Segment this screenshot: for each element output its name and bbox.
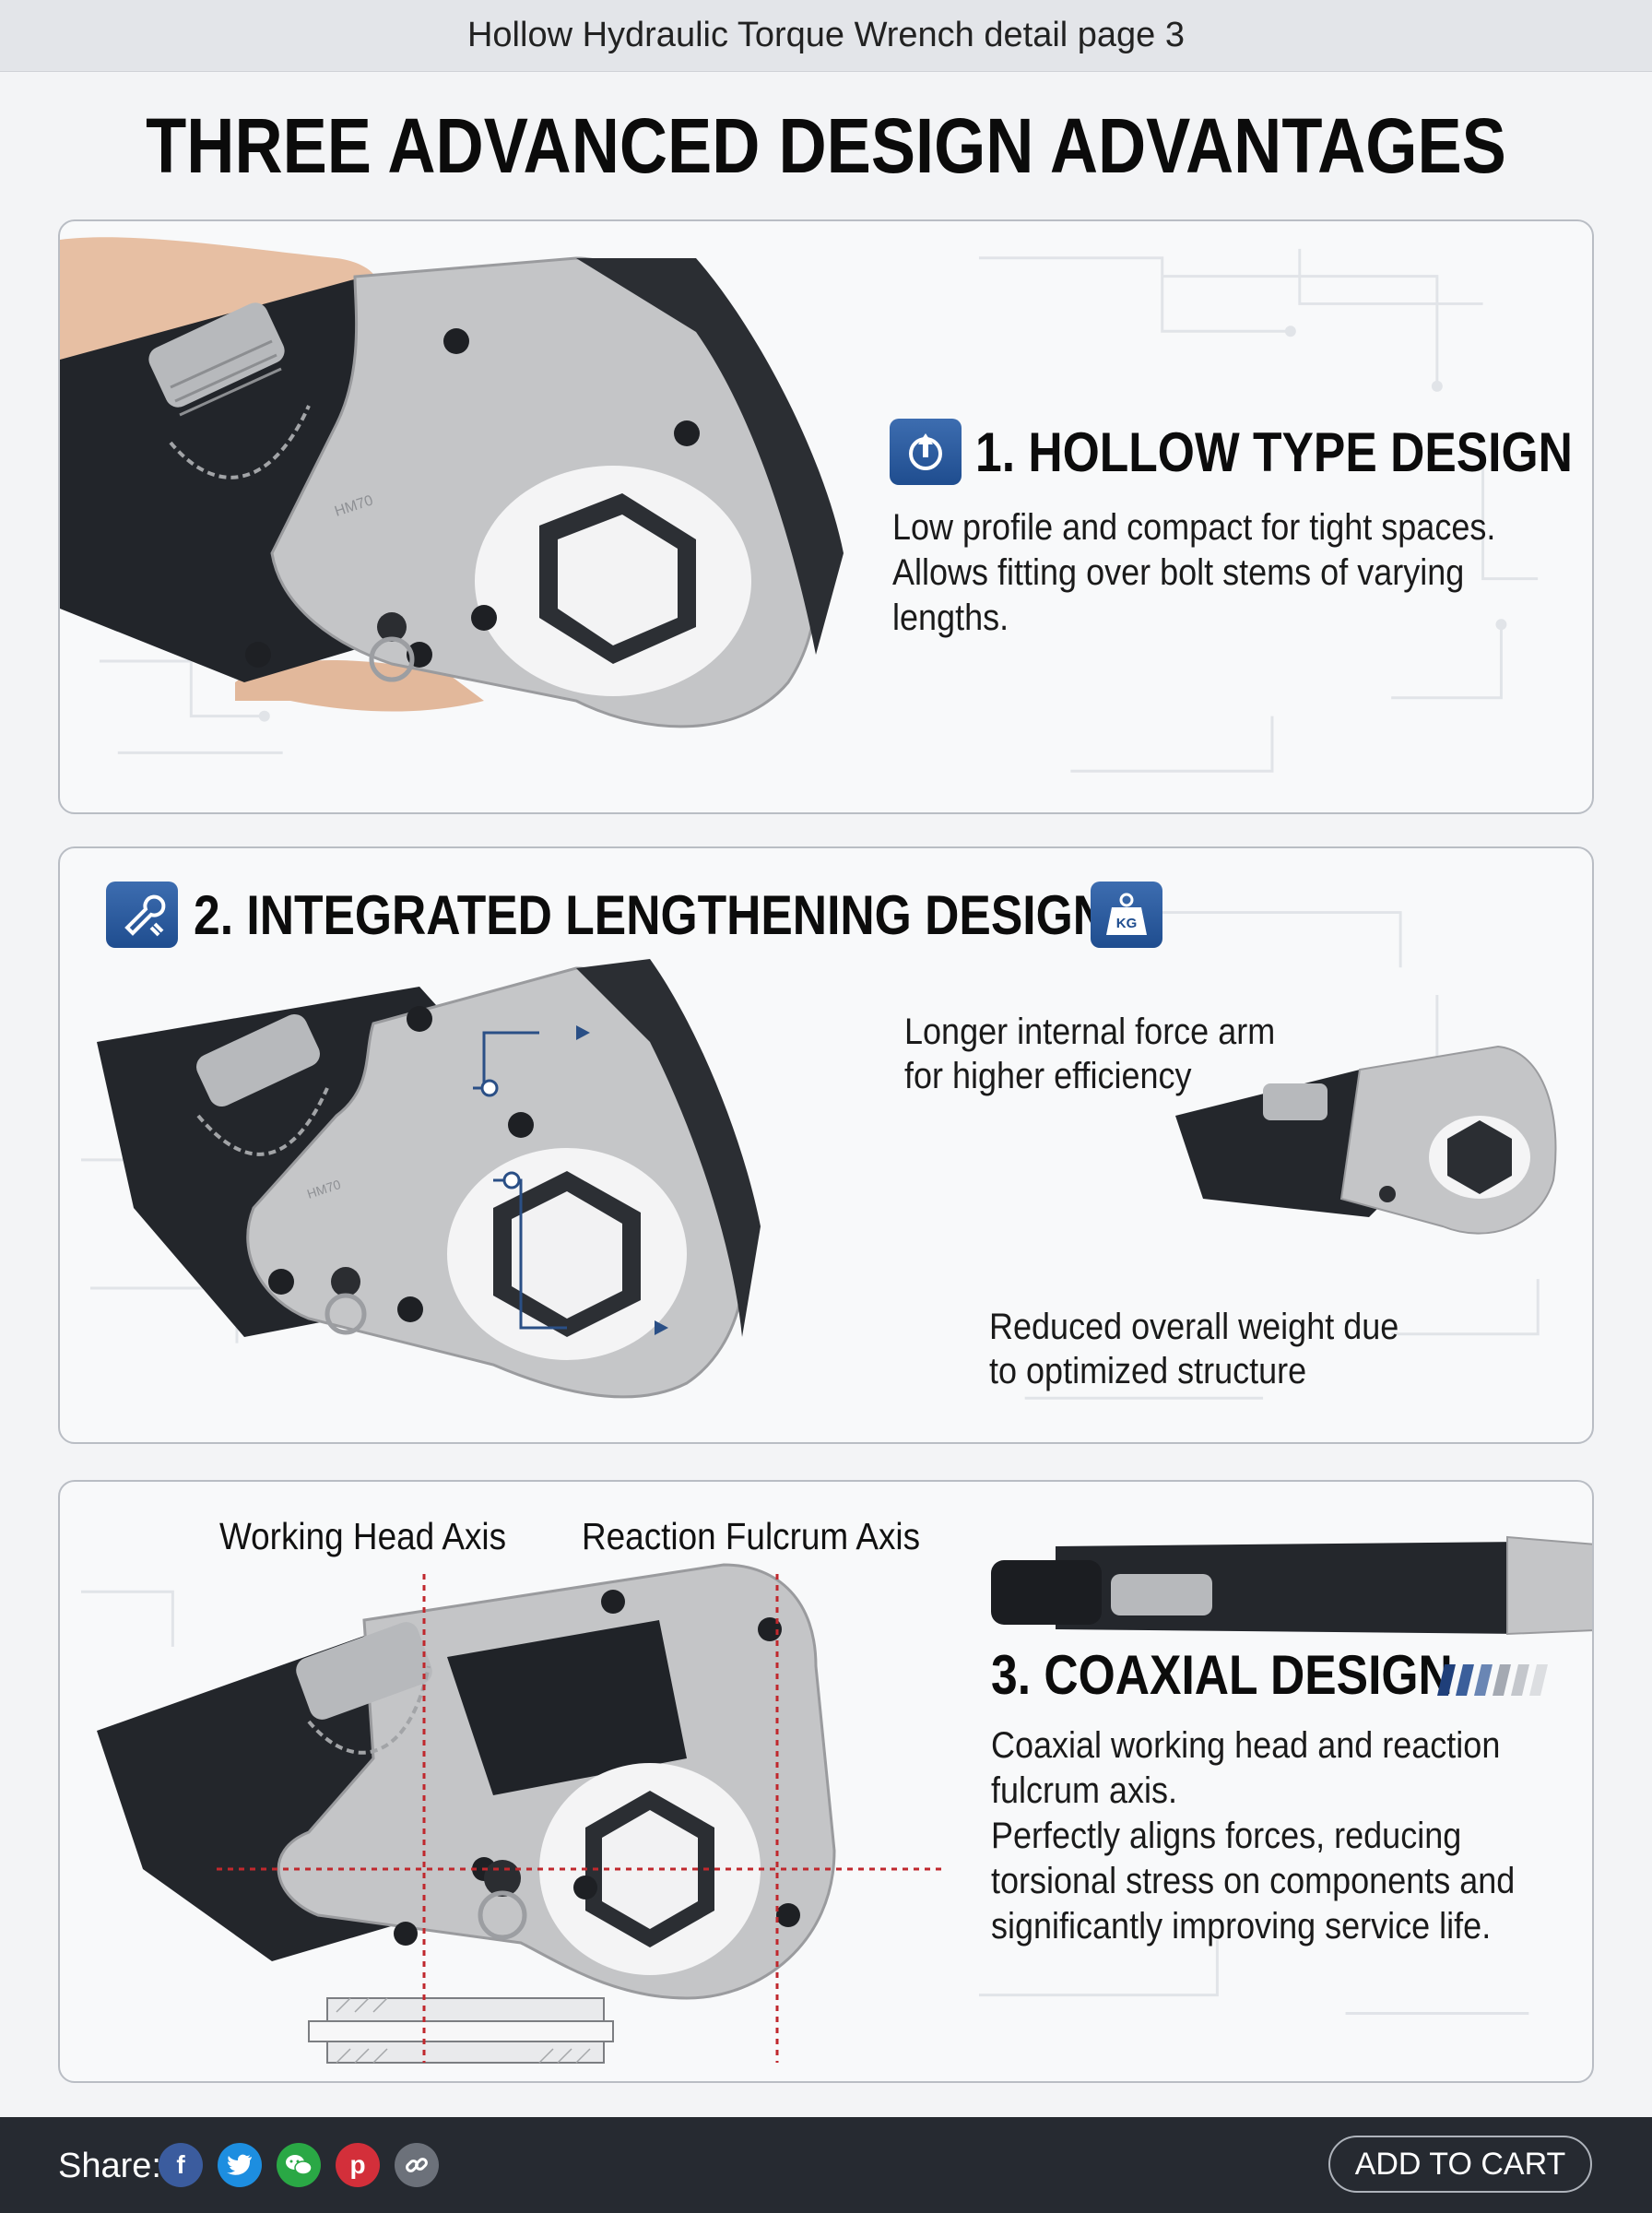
panel-hollow-type-design: HM70 1. HOLLOW TYPE DESIGN Low profile a…: [58, 219, 1594, 814]
section-2-title: 2. INTEGRATED LENGTHENING DESIGN: [194, 884, 1107, 946]
page-headline: THREE ADVANCED DESIGN ADVANTAGES: [146, 102, 1506, 189]
reaction-fulcrum-axis-label: Reaction Fulcrum Axis: [582, 1515, 921, 1557]
panel-integrated-lengthening-design: 2. INTEGRATED LENGTHENING DESIGN KG HM70: [58, 846, 1594, 1444]
panel-coaxial-design: Working Head Axis Reaction Fulcrum Axis: [58, 1480, 1594, 2083]
link-icon[interactable]: [395, 2143, 439, 2187]
callout-force-arm: Longer internal force arm for higher eff…: [904, 1010, 1275, 1098]
circuit-background: [99, 248, 1539, 773]
section-1-title: 1. HOLLOW TYPE DESIGN: [975, 421, 1573, 483]
share-label: Share:: [58, 2147, 161, 2185]
wrench-product-image-2b: [1175, 1045, 1557, 1235]
callout-reduced-weight: Reduced overall weight due to optimized …: [989, 1305, 1398, 1393]
page-top-title: Hollow Hydraulic Torque Wrench detail pa…: [466, 16, 1186, 54]
callout-leaders: [473, 1025, 668, 1335]
wrench-product-image-3b: [991, 1535, 1592, 1636]
footer-bar: Share: f p ADD TO CART: [0, 2117, 1652, 2213]
section-3-body: Coaxial working head and reaction fulcru…: [991, 1725, 1516, 1947]
kg-weight-label: KG: [1116, 916, 1138, 931]
wrench-product-image-3: [97, 1563, 945, 2064]
section-1-body: Low profile and compact for tight spaces…: [892, 507, 1496, 638]
working-head-axis-label: Working Head Axis: [219, 1515, 507, 1557]
add-to-cart-button[interactable]: ADD TO CART: [1328, 2136, 1592, 2193]
section-3-title: 3. COAXIAL DESIGN: [991, 1644, 1453, 1706]
wrench-product-image-1: HM70: [60, 237, 844, 728]
wechat-icon[interactable]: [277, 2143, 321, 2187]
twitter-icon[interactable]: [218, 2143, 262, 2187]
pinterest-icon[interactable]: p: [336, 2143, 380, 2187]
wrench-tool-icon: [106, 882, 178, 948]
callout-force-arm-text: Longer internal force arm for higher eff…: [904, 1012, 1276, 1096]
stripes-decoration: [1437, 1664, 1548, 1696]
kg-weight-icon: KG: [1091, 882, 1162, 948]
circuit-background: [80, 1590, 1529, 2015]
hollow-arrow-icon: [890, 419, 962, 485]
facebook-icon[interactable]: f: [159, 2143, 203, 2187]
callout-reduced-weight-text: Reduced overall weight due to optimized …: [989, 1307, 1399, 1391]
wrench-product-image-2: HM70: [97, 959, 761, 1399]
page-top-bar: Hollow Hydraulic Torque Wrench detail pa…: [0, 0, 1652, 72]
